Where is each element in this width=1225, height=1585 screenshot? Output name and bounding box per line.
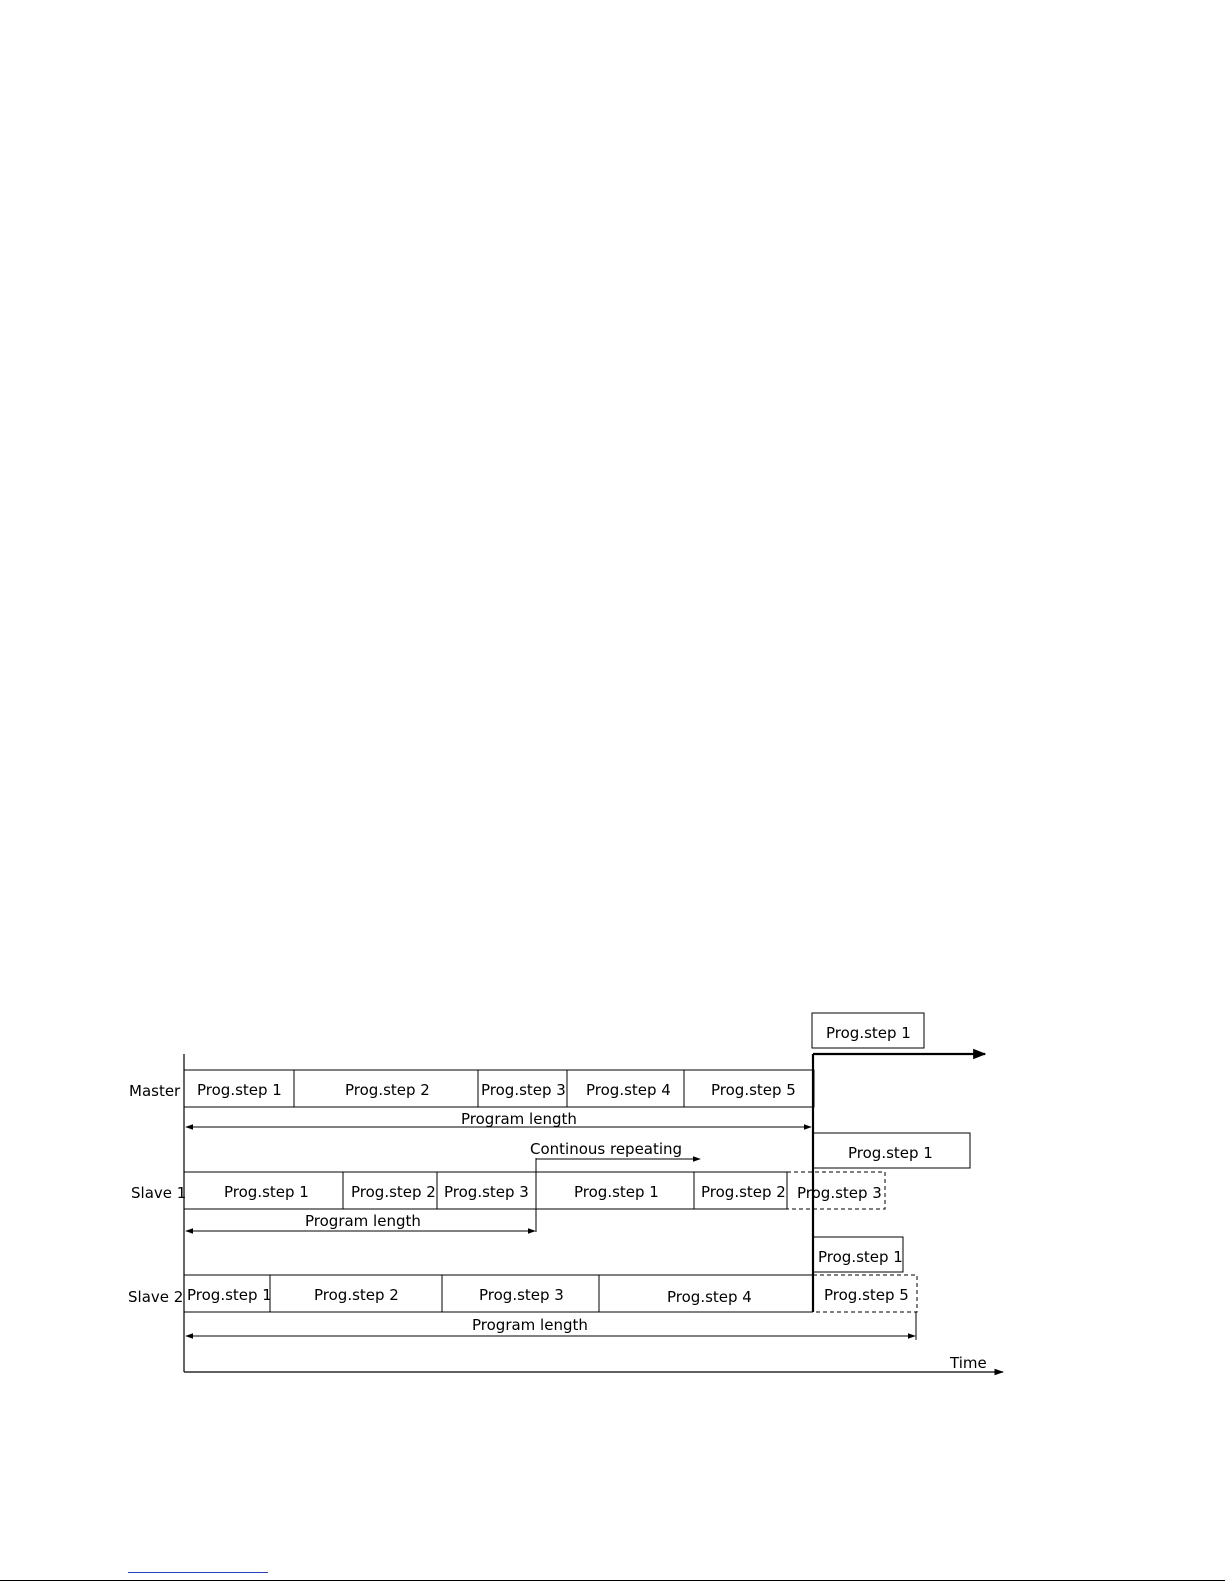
slave2-step-5-pending: Prog.step 5 <box>824 1286 909 1304</box>
slave1-step-1: Prog.step 1 <box>224 1183 309 1201</box>
slave1-next-step-box <box>812 1132 971 1169</box>
slave1-next-step: Prog.step 1 <box>848 1144 933 1162</box>
row-label-master: Master <box>129 1082 181 1100</box>
time-label: Time <box>949 1354 987 1372</box>
slave1-step-1-repeat: Prog.step 1 <box>574 1183 659 1201</box>
master-step-4: Prog.step 4 <box>586 1081 671 1099</box>
master-step-2: Prog.step 2 <box>345 1081 430 1099</box>
master-step-5: Prog.step 5 <box>711 1081 796 1099</box>
slave2-program-length-label: Program length <box>472 1316 588 1334</box>
slave1-program-length-label: Program length <box>305 1212 421 1230</box>
master-step-1: Prog.step 1 <box>197 1081 282 1099</box>
slave2-step-4: Prog.step 4 <box>667 1288 752 1306</box>
slave1-step-2: Prog.step 2 <box>351 1183 436 1201</box>
slave1-step-2-repeat: Prog.step 2 <box>701 1183 786 1201</box>
footer-link-underline <box>128 1572 268 1573</box>
slave2-step-3: Prog.step 3 <box>479 1286 564 1304</box>
master-next-step: Prog.step 1 <box>826 1024 911 1042</box>
row-label-slave1: Slave 1 <box>131 1184 186 1202</box>
slave2-pending-step-box <box>812 1274 918 1313</box>
slave1-pending-step-box <box>786 1171 886 1210</box>
master-next-step-box <box>811 1012 925 1049</box>
slave1-step-3-pending: Prog.step 3 <box>797 1184 882 1202</box>
slave2-next-step: Prog.step 1 <box>818 1248 903 1266</box>
page-bottom-rule <box>0 1580 1225 1581</box>
row-label-slave2: Slave 2 <box>128 1288 183 1306</box>
continuous-repeating-label: Continous repeating <box>530 1140 682 1158</box>
master-program-length-label: Program length <box>461 1110 577 1128</box>
master-step-3: Prog.step 3 <box>481 1081 566 1099</box>
slave2-step-2: Prog.step 2 <box>314 1286 399 1304</box>
slave1-step-3: Prog.step 3 <box>444 1183 529 1201</box>
slave2-next-step-box <box>812 1236 904 1273</box>
slave2-step-1: Prog.step 1 <box>187 1286 272 1304</box>
